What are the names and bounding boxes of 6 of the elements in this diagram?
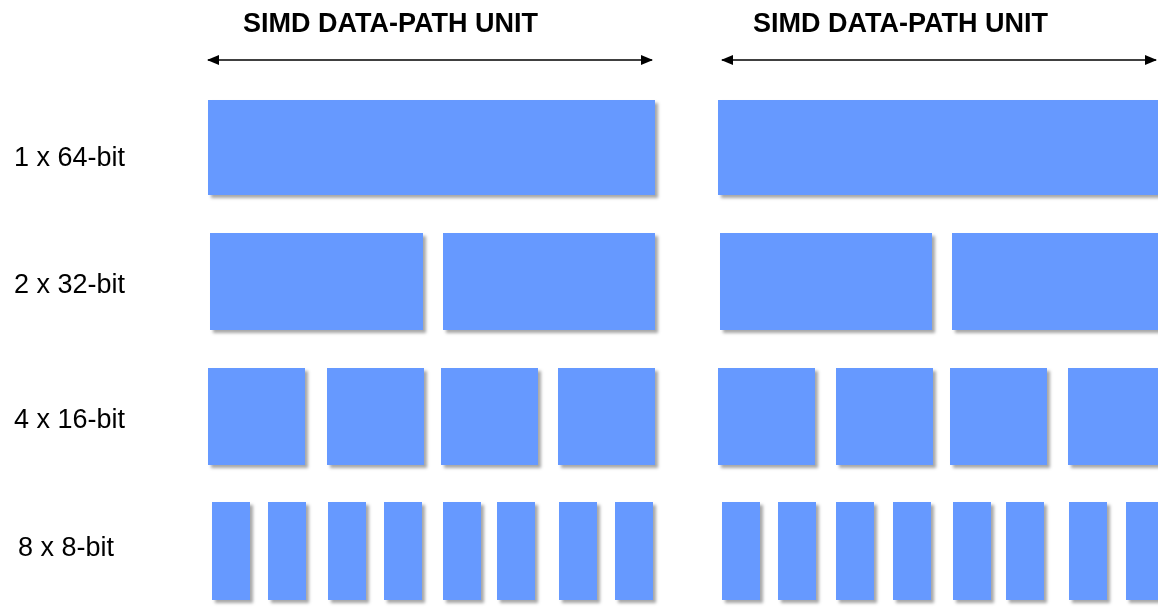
lane-format-label: 1 x 64-bit (14, 142, 126, 173)
lane-format-label: 2 x 32-bit (14, 269, 126, 300)
lane-format-label: 8 x 8-bit (18, 532, 115, 563)
unit-title: SIMD DATA-PATH UNIT (243, 8, 538, 39)
unit-title: SIMD DATA-PATH UNIT (753, 8, 1048, 39)
lane-format-label: 4 x 16-bit (14, 404, 126, 435)
